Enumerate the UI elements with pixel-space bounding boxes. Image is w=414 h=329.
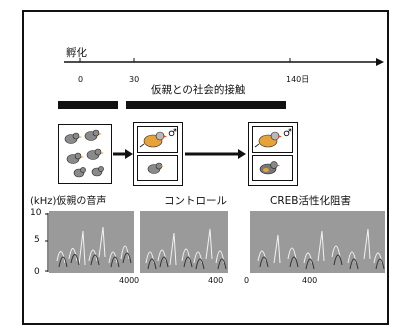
figure-frame: 孵化 0 30 140日 仮親との社会的接触 bbox=[22, 10, 389, 325]
spectrogram-foster bbox=[49, 211, 134, 273]
spectrogram-control bbox=[140, 211, 228, 273]
period-bar-hatch bbox=[58, 101, 118, 109]
foster-box-1: ♂ bbox=[133, 122, 183, 186]
period-bar-social bbox=[126, 101, 286, 109]
adult-bird-cell bbox=[252, 155, 293, 181]
y-axis bbox=[45, 213, 49, 272]
hatch-label: 孵化 bbox=[66, 47, 87, 59]
panel-title-foster: (kHz)仮親の音声 bbox=[30, 196, 107, 207]
birds-group-icon bbox=[64, 129, 104, 178]
long-arrow-right-icon bbox=[185, 149, 246, 159]
juvenile-bird-icon bbox=[147, 162, 164, 174]
foster-box-2: ♂ bbox=[248, 122, 298, 186]
y-tick-5: 5 bbox=[34, 235, 40, 245]
spectrogram-creb bbox=[250, 211, 385, 273]
adult-bird-icon bbox=[259, 161, 280, 175]
bird-pair-icon bbox=[254, 131, 282, 148]
bird-pair-icon bbox=[139, 131, 167, 148]
foster-parent-cell-2: ♂ bbox=[252, 126, 293, 153]
male-symbol-2: ♂ bbox=[283, 128, 292, 139]
spectrogram-foster-pattern bbox=[56, 226, 132, 268]
spectrogram-control-pattern bbox=[145, 228, 227, 270]
panel-title-creb: CREB活性化阻害 bbox=[270, 195, 351, 207]
arrow-right-icon bbox=[113, 149, 133, 159]
x-tick-400-c: 400 bbox=[302, 276, 318, 285]
x-tick-0-c: 0 bbox=[244, 276, 250, 285]
spectrogram-creb-pattern bbox=[257, 228, 385, 270]
y-tick-0: 0 bbox=[34, 267, 40, 277]
male-symbol: ♂ bbox=[168, 128, 177, 139]
y-tick-10: 10 bbox=[30, 208, 42, 218]
tick-30: 30 bbox=[129, 75, 140, 84]
x-tick-0-b: 0 bbox=[134, 276, 140, 285]
panel-title-control: コントロール bbox=[164, 195, 227, 207]
bird-group-box bbox=[58, 124, 112, 184]
juvenile-cell bbox=[137, 155, 178, 181]
timeline-axis bbox=[64, 58, 384, 66]
tick-140: 140日 bbox=[286, 75, 310, 84]
foster-parent-cell: ♂ bbox=[137, 126, 178, 153]
x-tick-400-a: 400 bbox=[119, 276, 135, 285]
social-contact-label: 仮親との社会的接触 bbox=[151, 84, 246, 96]
tick-0: 0 bbox=[78, 75, 84, 84]
x-tick-400-b: 400 bbox=[208, 276, 224, 285]
